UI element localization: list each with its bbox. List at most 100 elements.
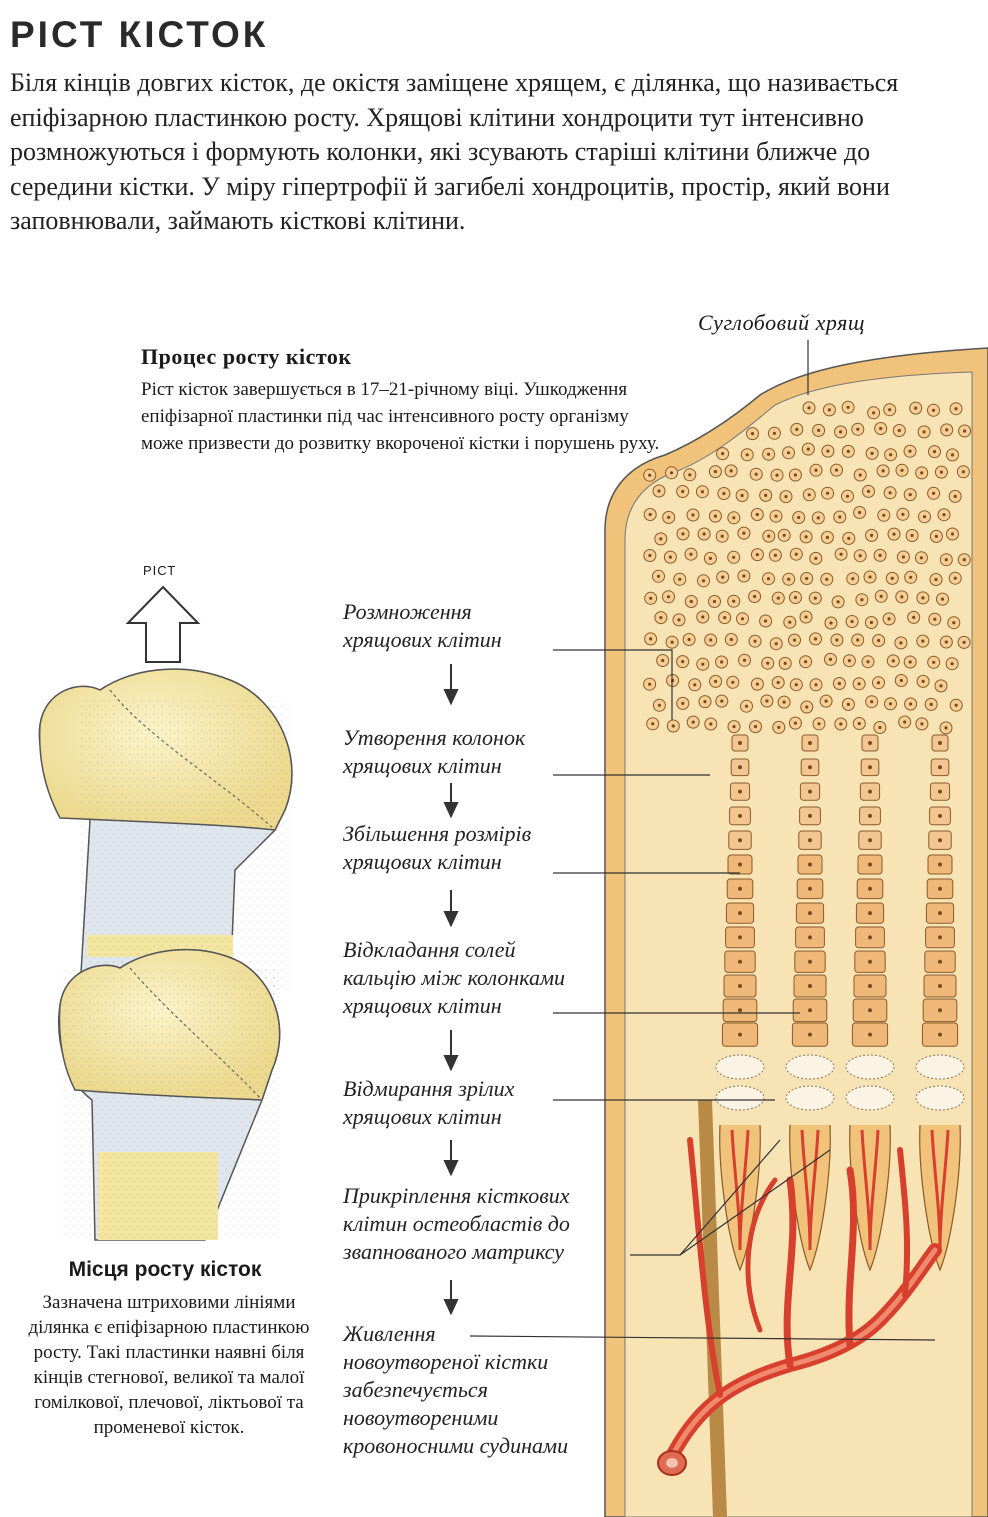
cell-nucleus <box>954 703 958 707</box>
cell-nucleus <box>921 639 925 643</box>
dying-cell <box>845 1054 895 1080</box>
stage-line: хрящових клітин <box>343 993 502 1018</box>
process-title: Процес росту кісток <box>141 344 352 369</box>
cell-nucleus <box>939 684 943 688</box>
cell-nucleus <box>740 617 745 621</box>
cell-nucleus <box>888 702 893 706</box>
cell-nucleus <box>835 638 839 642</box>
cell-nucleus <box>738 935 742 940</box>
stage-nourishment: Живлення новоутвореної кістки забезпечує… <box>343 1320 568 1460</box>
cell-nucleus <box>774 514 778 518</box>
cell-nucleus <box>813 596 817 600</box>
cell-nucleus <box>745 453 749 457</box>
cell-nucleus <box>909 575 913 579</box>
cell-nucleus <box>808 765 812 770</box>
cell-nucleus <box>939 470 944 474</box>
cell-nucleus <box>648 553 652 558</box>
cell-nucleus <box>720 699 724 703</box>
cell-nucleus <box>858 554 862 558</box>
cell-nucleus <box>839 552 843 556</box>
stage-line: хрящових клітин <box>343 849 502 874</box>
cell-nucleus <box>836 600 840 604</box>
cell-nucleus <box>753 639 757 643</box>
cell-nucleus <box>772 431 777 435</box>
cell-nucleus <box>720 660 724 664</box>
cell-nucleus <box>732 516 736 520</box>
cell-nucleus <box>890 576 894 581</box>
dying-cell <box>715 1085 765 1111</box>
cell-nucleus <box>942 513 946 517</box>
cell-nucleus <box>794 683 798 687</box>
cell-nucleus <box>817 722 821 726</box>
cell-nucleus <box>954 407 958 411</box>
cell-nucleus <box>857 721 861 726</box>
cell-nucleus <box>784 495 788 499</box>
cell-nucleus <box>944 726 948 730</box>
cell-nucleus <box>738 959 742 964</box>
cell-nucleus <box>860 598 864 602</box>
cell-nucleus <box>888 491 892 495</box>
cell-nucleus <box>866 660 870 664</box>
cell-nucleus <box>914 406 918 410</box>
cell-nucleus <box>687 637 691 642</box>
cell-nucleus <box>722 491 726 496</box>
cell-nucleus <box>667 515 671 520</box>
cell-nucleus <box>878 725 882 730</box>
cell-nucleus <box>817 428 821 432</box>
cell-nucleus <box>824 699 828 703</box>
cell-nucleus <box>879 594 883 598</box>
cell-nucleus <box>808 911 812 916</box>
cell-nucleus <box>659 616 663 620</box>
cell-nucleus <box>829 621 833 625</box>
cell-nucleus <box>740 493 744 498</box>
cell-nucleus <box>793 595 798 600</box>
cell-nucleus <box>920 722 924 726</box>
cell-nucleus <box>827 408 832 412</box>
cell-nucleus <box>814 556 818 561</box>
cell-nucleus <box>793 721 798 725</box>
cell-nucleus <box>944 640 948 644</box>
cell-nucleus <box>738 911 742 916</box>
stage-osteoblasts: Прикріплення кісткових клітин остеобласт… <box>343 1182 570 1266</box>
stage-line: новоутвореними <box>343 1405 499 1430</box>
bone-spicule <box>789 1124 831 1272</box>
cell-nucleus <box>659 537 663 541</box>
stage-line: кровоносними судинами <box>343 1433 569 1458</box>
cell-nucleus <box>804 660 808 664</box>
cell-nucleus <box>889 453 893 457</box>
cell-nucleus <box>805 705 809 709</box>
cell-nucleus <box>945 428 949 432</box>
cell-nucleus <box>825 577 829 581</box>
cell-nucleus <box>826 449 830 453</box>
cell-nucleus <box>754 472 758 476</box>
cell-nucleus <box>908 660 912 664</box>
cell-nucleus <box>738 838 742 843</box>
cell-nucleus <box>738 789 742 794</box>
stage-line: хрящових клітин <box>343 627 502 652</box>
cell-nucleus <box>870 451 874 455</box>
cell-nucleus <box>668 555 673 559</box>
cell-nucleus <box>919 556 924 560</box>
dying-cell <box>715 1054 765 1080</box>
cell-nucleus <box>856 427 860 431</box>
cell-nucleus <box>839 430 843 434</box>
bone-illustration <box>38 668 293 1241</box>
cell-nucleus <box>897 428 901 433</box>
cell-nucleus <box>868 813 872 818</box>
growth-label: РІСТ <box>143 563 177 578</box>
cell-nucleus <box>901 555 906 559</box>
cell-nucleus <box>881 469 885 473</box>
stage-line: забезпечується <box>343 1377 488 1402</box>
cell-nucleus <box>808 813 812 818</box>
cell-nucleus <box>656 574 661 578</box>
cell-nucleus <box>922 430 926 434</box>
cell-nucleus <box>712 599 717 604</box>
cell-nucleus <box>700 490 705 494</box>
cell-nucleus <box>657 489 661 493</box>
places-title: Місця росту кісток <box>68 1258 262 1281</box>
cell-nucleus <box>808 862 812 867</box>
cell-nucleus <box>764 493 768 497</box>
cell-nucleus <box>891 659 895 663</box>
cell-nucleus <box>876 681 881 685</box>
cell-nucleus <box>850 619 854 624</box>
